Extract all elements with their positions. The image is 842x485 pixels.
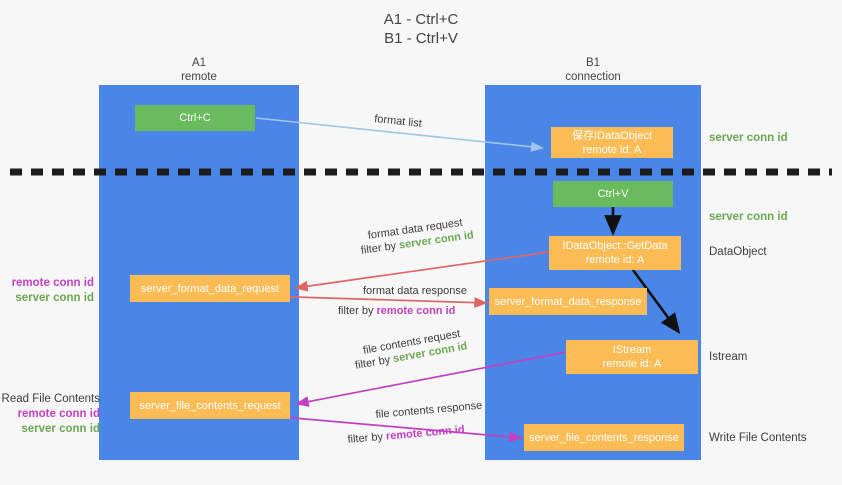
edge-filter-prefix-1: filter by — [360, 239, 400, 257]
edge-filter-prefix-4: filter by — [347, 430, 387, 446]
edge-filter-prefix-3: filter by — [354, 353, 395, 372]
lane-b1-name: B1 — [585, 57, 601, 69]
lane-b1-role: connection — [565, 71, 621, 83]
node-save-dataobject[interactable]: 保存IDataObject remote id: A — [551, 127, 673, 158]
edge-filter-format-data-response: filter by remote conn id — [338, 304, 455, 319]
node-ctrl-c-label: Ctrl+C — [179, 112, 211, 124]
side-label-istream: Istream — [709, 351, 748, 363]
lane-header-a1: A1 remote — [129, 56, 269, 84]
lane-header-b1: B1 connection — [523, 56, 663, 84]
node-ctrl-v[interactable]: Ctrl+V — [553, 181, 673, 207]
node-ctrl-c[interactable]: Ctrl+C — [135, 105, 255, 131]
node-istream-line1: IStream — [612, 344, 652, 356]
node-istream-line2: remote id: A — [602, 358, 662, 370]
side-label-write-file-contents: Write File Contents — [709, 432, 807, 444]
left-note-read-file-contents: Read File Contents — [1, 393, 100, 405]
edge-label-file-contents-response: file contents response — [375, 399, 483, 421]
node-server-file-contents-request-label: server_file_contents_request — [139, 399, 281, 412]
title-line-2: B1 - Ctrl+V — [384, 30, 458, 47]
node-server-file-contents-response[interactable]: server_file_contents_response — [524, 424, 684, 451]
node-save-dataobject-line1: 保存IDataObject — [571, 129, 653, 142]
left-note-server-conn-id-1: server conn id — [15, 292, 94, 304]
edge-filter-file-contents-response: filter by remote conn id — [347, 423, 465, 448]
node-ctrl-v-label: Ctrl+V — [597, 188, 629, 200]
node-getdata-line1: IDataObject::GetData — [562, 240, 668, 252]
left-note-server-conn-id-2: server conn id — [21, 423, 100, 435]
node-server-format-data-request-label: server_format_data_request — [140, 282, 280, 295]
lane-a1-name: A1 — [191, 57, 207, 69]
title-line-1: A1 - Ctrl+C — [383, 11, 459, 28]
node-server-format-data-response[interactable]: server_format_data_response — [489, 288, 647, 315]
node-server-format-data-request[interactable]: server_format_data_request — [130, 275, 290, 302]
node-getdata[interactable]: IDataObject::GetData remote id: A — [549, 236, 681, 270]
node-server-format-data-response-label: server_format_data_response — [494, 295, 642, 308]
edge-label-format-data-response: format data response — [363, 285, 467, 297]
node-server-file-contents-request[interactable]: server_file_contents_request — [130, 392, 290, 419]
edge-label-format-list: format list — [373, 112, 423, 130]
left-note-remote-conn-id-2: remote conn id — [17, 408, 100, 420]
edge-filter-value-4: remote conn id — [385, 423, 466, 443]
left-note-read-file-contents-group: Read File Contents remote conn id server… — [0, 392, 100, 437]
diagram-title: A1 - Ctrl+C B1 - Ctrl+V — [0, 10, 842, 48]
edge-filter-prefix-2: filter by — [338, 305, 377, 317]
node-istream[interactable]: IStream remote id: A — [566, 340, 698, 374]
node-server-file-contents-response-label: server_file_contents_response — [529, 431, 679, 444]
side-label-server-conn-id-1: server conn id — [709, 132, 788, 144]
lane-a1-role: remote — [181, 71, 217, 83]
side-label-server-conn-id-2: server conn id — [709, 211, 788, 223]
node-getdata-line2: remote id: A — [585, 254, 645, 266]
edge-filter-value-2: remote conn id — [376, 305, 456, 317]
node-save-dataobject-line2: remote id: A — [582, 143, 642, 156]
left-note-conn-ids-1: remote conn id server conn id — [0, 276, 94, 306]
left-note-remote-conn-id-1: remote conn id — [11, 277, 94, 289]
side-label-dataobject: DataObject — [709, 246, 767, 258]
